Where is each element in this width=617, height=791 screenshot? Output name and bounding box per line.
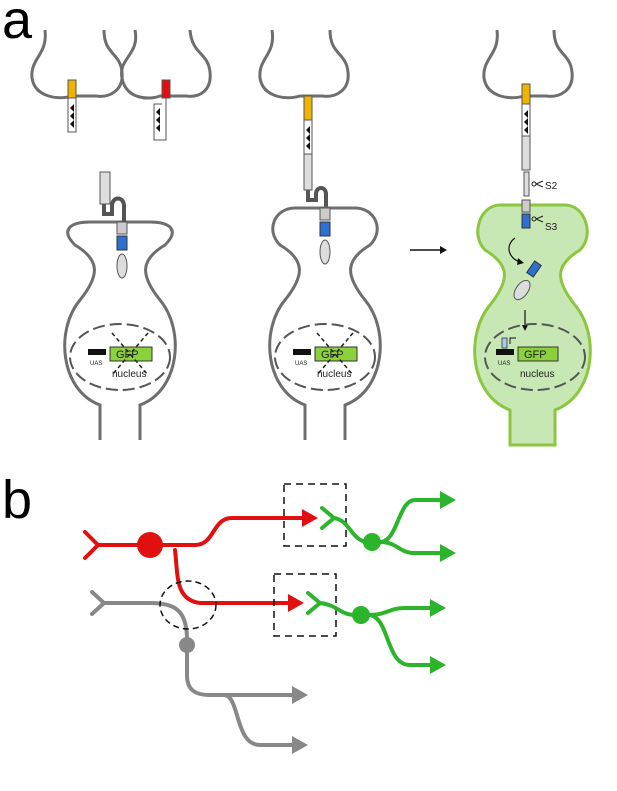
- curved-arrow: [508, 237, 521, 263]
- uas-element: [88, 349, 106, 355]
- gfp-box-3: [517, 346, 559, 362]
- panel-letter-b: b: [2, 470, 32, 530]
- egf-repeats: [306, 126, 310, 150]
- receptor-ecd: [319, 207, 331, 221]
- egf-repeats: [524, 110, 528, 134]
- receptor-hook: [306, 186, 328, 208]
- free-ligand-stalk: [99, 171, 111, 205]
- gfp-box-2: [314, 346, 358, 362]
- uas-element: [293, 349, 311, 355]
- bound-stalk: [521, 135, 531, 171]
- nucleus-1: [69, 323, 171, 391]
- uas-element: [496, 349, 514, 355]
- cleaved-fragment: [523, 171, 530, 197]
- released-blue-domain: [526, 260, 542, 278]
- non-synaptic-contact-circle: [159, 580, 217, 630]
- synapse-box-upper: [283, 483, 347, 547]
- bound-transcription-factor: [501, 337, 508, 349]
- scissors-icon: [531, 180, 544, 188]
- gray-neuron-soma: [179, 637, 195, 653]
- nucleus-2: [274, 323, 376, 391]
- nucleus-3: [484, 323, 586, 391]
- green-axon-terminal-arrow: [430, 599, 446, 617]
- receptor-ecd: [116, 221, 128, 235]
- yellow-ligand: [521, 83, 531, 105]
- receptor-ecd: [521, 199, 531, 213]
- uas-label: UAS: [295, 361, 307, 367]
- uas-label: UAS: [90, 361, 102, 367]
- gfp-label: GFP: [116, 349, 139, 361]
- yellow-ligand: [67, 79, 77, 99]
- green-axon-terminal-arrow: [430, 656, 446, 674]
- green-neuron-upper: [320, 498, 444, 555]
- transcription-arrow: [509, 337, 516, 344]
- blue-domain: [319, 221, 331, 237]
- arrow-head-icon: [517, 258, 524, 265]
- s3-label: S3: [545, 222, 558, 233]
- green-neuron-lower: [306, 591, 434, 667]
- red-neuron-soma: [137, 532, 163, 558]
- blue-domain: [116, 235, 128, 251]
- yellow-ligand: [303, 95, 313, 121]
- intracellular-domain: [319, 239, 331, 265]
- egf-repeats: [70, 104, 74, 128]
- intracellular-domain: [116, 253, 128, 279]
- gray-neuron: [90, 590, 294, 747]
- presynaptic-terminal-yellow: [30, 29, 124, 100]
- gfp-label: GFP: [524, 349, 547, 361]
- nucleus-label: nucleus: [317, 369, 351, 380]
- released-icd: [513, 279, 531, 301]
- nucleus-label: nucleus: [520, 369, 554, 380]
- red-neuron: [83, 516, 304, 605]
- red-ligand: [161, 79, 171, 99]
- green-axon-terminal-arrow: [440, 491, 456, 509]
- gray-axon-terminal-arrow: [292, 686, 308, 704]
- red-axon-terminal-arrow: [302, 509, 318, 527]
- arrow-head-icon: [522, 325, 528, 331]
- green-neuron-upper-soma: [363, 533, 381, 551]
- red-axon-terminal-arrow: [288, 594, 304, 612]
- s2-label: S2: [545, 181, 558, 192]
- gfp-label: GFP: [321, 349, 344, 361]
- inactive-cross: [316, 332, 354, 376]
- gray-axon-terminal-arrow: [292, 736, 308, 754]
- inactive-cross: [111, 332, 149, 376]
- nucleus-label: nucleus: [112, 369, 146, 380]
- scissors-icon: [531, 215, 544, 223]
- gfp-box-1: [109, 346, 153, 362]
- arrow-head-icon: [440, 246, 447, 254]
- uas-label: UAS: [498, 361, 510, 367]
- synapse-box-lower: [273, 573, 337, 637]
- presynaptic-terminal-red: [120, 29, 212, 100]
- receptor-hook: [102, 196, 126, 222]
- presynaptic-terminal-3: [482, 29, 574, 100]
- green-neuron-lower-soma: [352, 606, 370, 624]
- presynaptic-terminal-2: [258, 29, 350, 100]
- blue-domain: [521, 213, 531, 229]
- green-axon-terminal-arrow: [440, 544, 456, 562]
- panel-letter-a: a: [2, 0, 33, 50]
- bound-stalk: [303, 153, 313, 191]
- egf-repeats: [156, 108, 160, 132]
